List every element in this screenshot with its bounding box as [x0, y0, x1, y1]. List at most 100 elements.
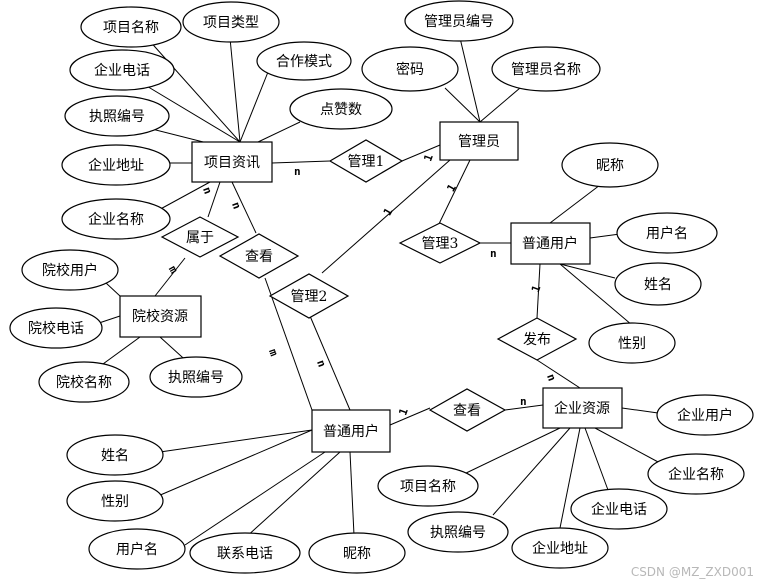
card-school-belongs: m [166, 264, 181, 277]
entity-admin-label: 管理员 [458, 134, 500, 150]
entity-admin: 管理员 [439, 121, 519, 161]
attr-enterprise-name-label: 企业名称 [88, 211, 144, 228]
attr-admin-password-label: 密码 [396, 61, 424, 78]
attr-enterprise-address: 企业地址 [61, 144, 171, 186]
rel-belongs: 属于 [160, 216, 240, 258]
attr-ent-project-name-label: 项目名称 [400, 479, 456, 495]
attr-admin-id: 管理员编号 [404, 0, 514, 42]
relationship-diamonds: 管理1 管理3 管理2 属于 查看 发布 查看 [160, 139, 578, 432]
rel-view-left-label: 查看 [245, 249, 273, 265]
attr-admin-name-label: 管理员名称 [511, 62, 581, 78]
rel-manage3-label: 管理3 [422, 236, 459, 252]
entity-enterprise-resource: 企业资源 [542, 387, 623, 429]
card-projinfo-view: n [229, 200, 243, 211]
rel-manage1: 管理1 [328, 139, 404, 183]
attr-user-gender-bottom: 性别 [66, 480, 164, 522]
attr-coop-mode-label: 合作模式 [276, 54, 332, 70]
attr-school-name-label: 院校名称 [56, 374, 112, 391]
entity-school-resource-label: 院校资源 [132, 308, 188, 325]
attr-user-gender-top-label: 性别 [618, 336, 646, 352]
attr-admin-password: 密码 [361, 46, 459, 92]
attr-ent-phone: 企业电话 [570, 488, 668, 530]
card-usertop-publish: 1 [529, 283, 544, 294]
rel-manage1-label: 管理1 [348, 154, 385, 170]
entity-user-top: 普通用户 [510, 222, 591, 265]
rel-view-right-label: 查看 [453, 403, 481, 419]
attr-project-name: 项目名称 [80, 6, 182, 48]
attr-license-no-label: 执照编号 [89, 109, 145, 125]
attr-user-username-top-label: 用户名 [646, 225, 688, 242]
entity-user-bottom: 普通用户 [311, 409, 391, 453]
attr-school-name: 院校名称 [38, 361, 130, 403]
attr-likes: 点赞数 [289, 88, 393, 130]
card-userbottom-view-right: 1 [396, 406, 411, 417]
attr-user-nickname-top-label: 昵称 [596, 158, 624, 174]
watermark: CSDN @MZ_ZXD001 [631, 565, 754, 579]
attr-project-type: 项目类型 [182, 1, 280, 43]
attr-user-realname-bottom-label: 姓名 [101, 448, 129, 464]
entity-user-bottom-label: 普通用户 [323, 423, 379, 440]
attr-ent-license-label: 执照编号 [430, 525, 486, 541]
attr-license-no: 执照编号 [64, 95, 170, 137]
attr-user-realname-top-label: 姓名 [644, 277, 672, 293]
entity-enterprise-resource-label: 企业资源 [554, 400, 610, 417]
attr-user-realname-bottom: 姓名 [66, 434, 164, 476]
attr-school-phone: 院校电话 [9, 307, 103, 349]
attr-ent-project-name: 项目名称 [377, 465, 479, 507]
attr-enterprise-name: 企业名称 [61, 198, 171, 240]
attr-school-license-label: 执照编号 [168, 370, 224, 386]
attr-user-username-top: 用户名 [616, 212, 718, 254]
rel-view-left: 查看 [218, 233, 300, 279]
attr-school-user-label: 院校用户 [42, 262, 98, 279]
attr-likes-label: 点赞数 [320, 102, 362, 118]
card-userbottom-view: m [266, 347, 281, 358]
attr-user-realname-top: 姓名 [614, 262, 702, 306]
attr-user-phone-bottom-label: 联系电话 [217, 546, 273, 562]
attr-school-license: 执照编号 [149, 356, 243, 398]
card-userbottom-manage2: n [314, 358, 328, 369]
card-admin-manage1: 1 [421, 152, 436, 163]
attr-user-nickname-top: 昵称 [561, 142, 659, 188]
attr-user-phone-bottom: 联系电话 [189, 532, 301, 574]
entity-user-top-label: 普通用户 [522, 235, 578, 252]
attr-user-username-bottom: 用户名 [88, 528, 186, 570]
entity-project-info-label: 项目资讯 [204, 155, 260, 171]
attribute-ellipses: 项目名称 项目类型 企业电话 合作模式 执照编号 点赞数 企业地址 企业名称 [9, 0, 754, 574]
attr-enterprise-phone-label: 企业电话 [94, 62, 150, 79]
attr-user-gender-bottom-label: 性别 [101, 494, 129, 510]
rel-publish: 发布 [496, 317, 578, 361]
attr-ent-user: 企业用户 [656, 394, 754, 436]
attr-ent-name-label: 企业名称 [668, 466, 724, 483]
attr-ent-address: 企业地址 [511, 527, 609, 569]
rel-belongs-label: 属于 [186, 230, 214, 246]
attr-ent-name: 企业名称 [647, 453, 745, 495]
card-projinfo-manage1: n [294, 165, 301, 178]
attr-ent-license: 执照编号 [407, 511, 509, 553]
attr-coop-mode: 合作模式 [256, 41, 352, 81]
edges [89, 37, 661, 546]
attr-project-name-label: 项目名称 [103, 20, 159, 36]
rel-manage2-label: 管理2 [291, 289, 328, 305]
attr-admin-id-label: 管理员编号 [424, 14, 494, 30]
card-ent-publish: n [544, 372, 558, 383]
card-admin-manage2: 1 [381, 205, 396, 218]
card-admin-manage3: 1 [444, 182, 459, 195]
attr-user-nickname-bottom-label: 昵称 [343, 546, 371, 562]
entity-school-resource: 院校资源 [119, 295, 202, 338]
attr-admin-name: 管理员名称 [491, 46, 601, 92]
attr-user-nickname-bottom: 昵称 [308, 532, 406, 574]
attr-ent-user-label: 企业用户 [677, 407, 733, 424]
card-usertop-manage3: n [490, 247, 497, 260]
attr-enterprise-phone: 企业电话 [69, 49, 175, 91]
entity-boxes: 项目资讯 管理员 普通用户 院校资源 普通用户 企业资源 [119, 121, 623, 453]
attr-school-user: 院校用户 [21, 249, 119, 291]
card-projinfo-belongs: n [200, 185, 214, 196]
attr-ent-address-label: 企业地址 [532, 540, 588, 557]
attr-user-username-bottom-label: 用户名 [116, 541, 158, 558]
attr-project-type-label: 项目类型 [203, 15, 259, 31]
attr-school-phone-label: 院校电话 [28, 320, 84, 337]
rel-manage3: 管理3 [398, 222, 482, 264]
attr-enterprise-address-label: 企业地址 [88, 157, 144, 174]
rel-view-right: 查看 [428, 388, 507, 432]
